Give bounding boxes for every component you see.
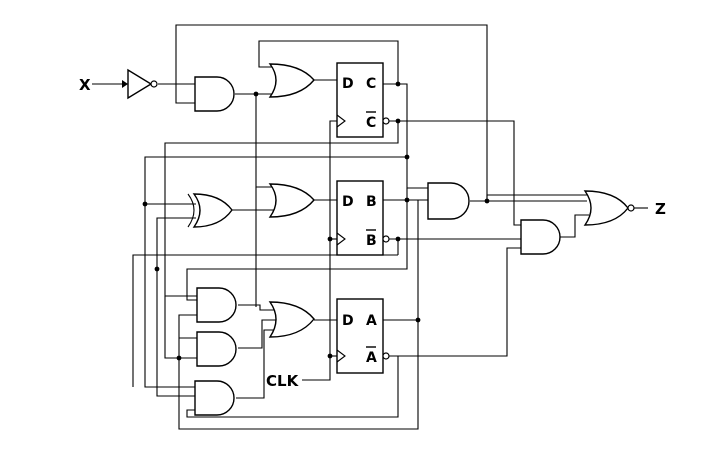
flip-flop-a: D A A	[336, 298, 390, 374]
junction-dots	[142, 81, 490, 361]
and-gate-7	[520, 219, 561, 255]
ff-b-d-label: D	[342, 194, 354, 210]
and-gate-6	[427, 182, 470, 220]
input-x-label: X	[79, 76, 91, 94]
and-gate-1	[194, 76, 235, 112]
ff-a-d-label: D	[342, 313, 354, 329]
or-gate-1	[268, 63, 315, 98]
output-z-label: Z	[655, 200, 666, 218]
xor-gate	[187, 193, 233, 228]
ff-c-q-label: C	[366, 76, 376, 92]
inverter-gate	[127, 68, 158, 100]
and-gate-4	[196, 331, 237, 367]
and-gate-3	[196, 287, 237, 323]
or-gate-3	[268, 301, 315, 338]
and-gate-5	[194, 380, 235, 416]
ff-c-qbar-label: C	[366, 115, 376, 131]
ff-a-q-label: A	[366, 313, 377, 329]
input-arrow	[122, 80, 128, 88]
flip-flop-c: D C C	[336, 62, 390, 138]
ff-c-d-label: D	[342, 76, 354, 92]
ff-b-q-label: B	[366, 194, 377, 210]
or-gate-2	[268, 183, 315, 218]
nor-gate	[583, 190, 635, 226]
clock-label: CLK	[266, 372, 300, 390]
ff-a-qbar-label: A	[366, 350, 377, 366]
ff-b-qbar-label: B	[366, 233, 377, 249]
flip-flop-b: D B B	[336, 180, 390, 256]
